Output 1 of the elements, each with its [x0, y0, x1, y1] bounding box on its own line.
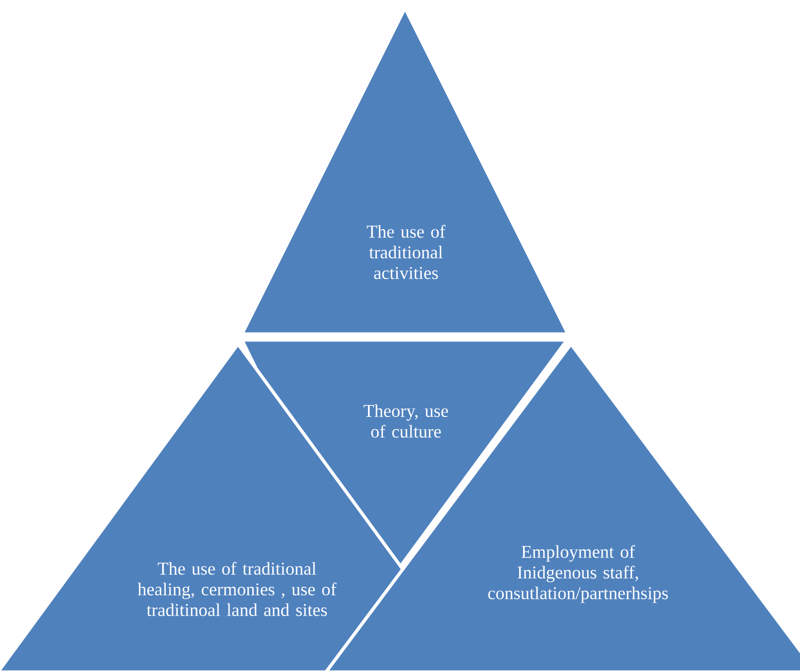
node-label: Employment of Inidgenous staff, consutlation/partnerhsips	[488, 545, 668, 603]
